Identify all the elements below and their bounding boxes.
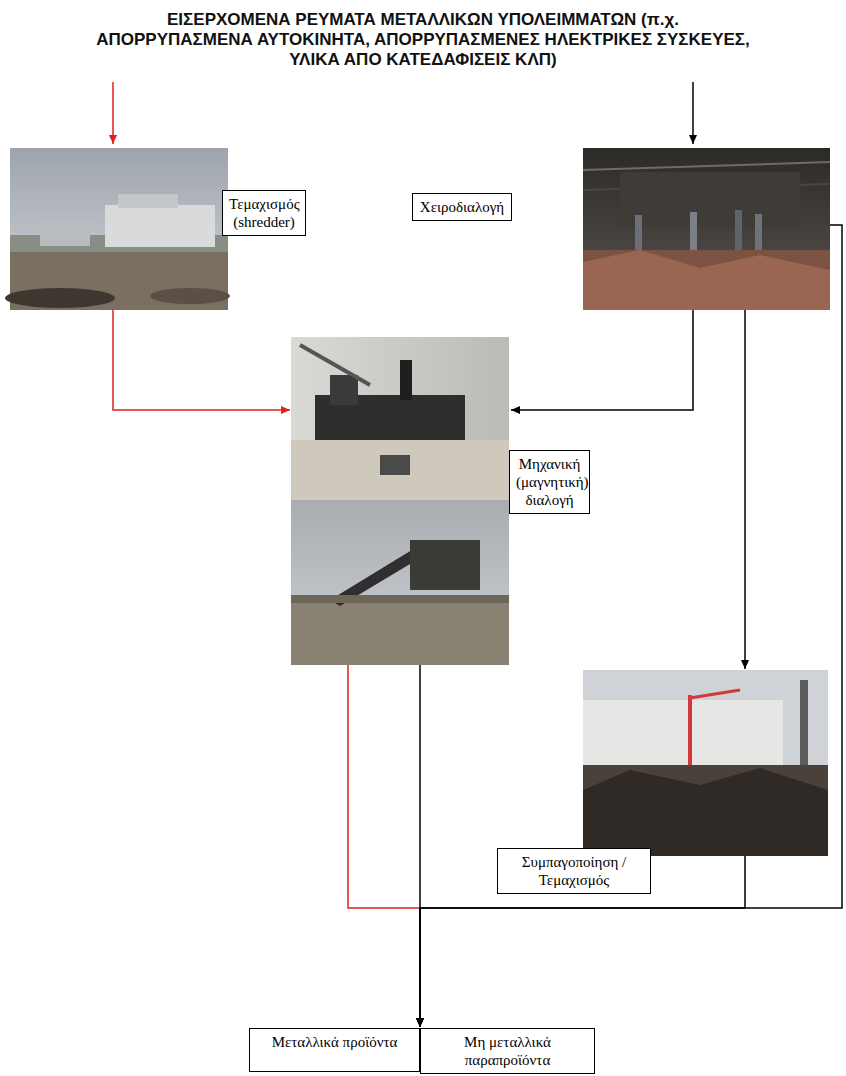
step-label-box: Χειροδιαλογή bbox=[412, 193, 512, 221]
output-box: Μη μεταλλικά παραπροϊόντα bbox=[420, 1028, 595, 1074]
hand-sorting-photo bbox=[583, 148, 830, 310]
flow-line bbox=[348, 665, 420, 908]
step-label: Χειροδιαλογή bbox=[419, 198, 505, 216]
shredder-photo bbox=[5, 148, 230, 310]
step-label: Μεταλλικά προϊόντα bbox=[256, 1033, 413, 1051]
magnetic-sorting-photo bbox=[291, 337, 509, 665]
step-label-box: Συμπαγοποίηση / Τεμαχισμός bbox=[497, 848, 651, 894]
diagram-title: ΕΙΣΕΡΧΟΜΕΝΑ ΡΕΥΜΑΤΑ ΜΕΤΑΛΛΙΚΩΝ ΥΠΟΛΕΙΜΜΑ… bbox=[90, 10, 756, 70]
step-label: Μηχανική (μαγνητική) διαλογή bbox=[516, 455, 583, 509]
flow-connector bbox=[745, 310, 746, 669]
output-box: Μεταλλικά προϊόντα bbox=[249, 1028, 420, 1072]
step-label-box: Μηχανική (μαγνητική) διαλογή bbox=[509, 450, 590, 514]
compaction-node: Συμπαγοποίηση / Τεμαχισμός bbox=[583, 670, 828, 856]
flow-connector bbox=[113, 310, 290, 410]
flow-connector bbox=[348, 665, 420, 1027]
hand-sorting-node: Χειροδιαλογή bbox=[583, 148, 830, 310]
shredder-node: Τεμαχισμός (shredder) bbox=[10, 148, 228, 310]
flow-line bbox=[113, 310, 290, 410]
compaction-photo bbox=[583, 670, 828, 856]
step-label: Μη μεταλλικά παραπροϊόντα bbox=[451, 1033, 564, 1069]
magnetic-sorting-node: Μηχανική (μαγνητική) διαλογή bbox=[291, 337, 509, 665]
flow-line bbox=[511, 310, 693, 410]
input-arrow bbox=[692, 82, 694, 144]
flow-connector bbox=[420, 225, 842, 1027]
step-label-box: Τεμαχισμός (shredder) bbox=[222, 190, 306, 236]
step-label: Συμπαγοποίηση / Τεμαχισμός bbox=[504, 853, 644, 889]
input-arrow bbox=[112, 82, 114, 144]
flow-line bbox=[744, 310, 746, 669]
flow-connector bbox=[511, 310, 693, 410]
flow-line bbox=[420, 225, 842, 1027]
step-label: Τεμαχισμός (shredder) bbox=[229, 195, 299, 231]
